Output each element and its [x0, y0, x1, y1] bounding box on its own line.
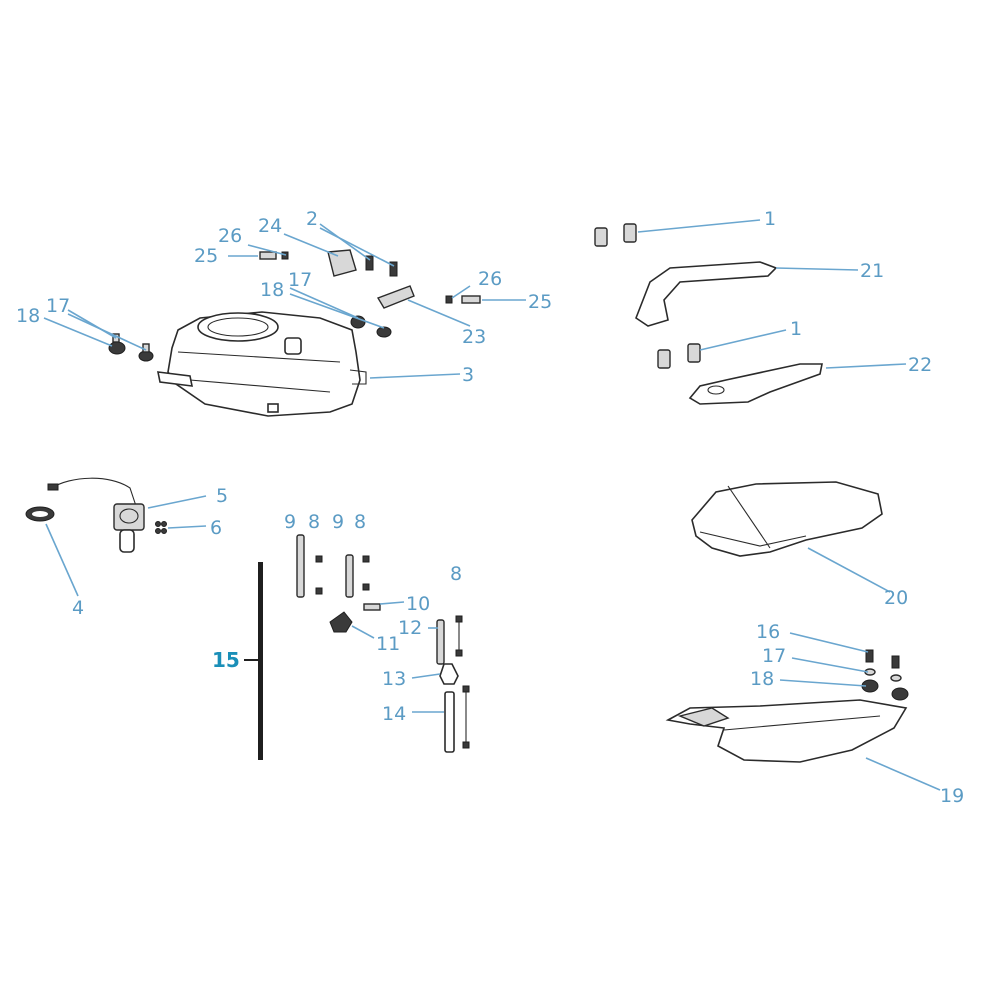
callout-10: 10 — [406, 593, 430, 615]
callout-12: 12 — [398, 617, 422, 639]
callout-11: 11 — [376, 633, 400, 655]
callout-15-group: 15 — [212, 648, 240, 672]
callout-8-b: 8 — [354, 511, 366, 533]
callout-1-mid: 1 — [790, 318, 802, 340]
callout-23: 23 — [462, 326, 486, 348]
callout-13: 13 — [382, 668, 406, 690]
hose-12 — [436, 619, 445, 665]
pin-25-26-right — [445, 295, 481, 304]
clamps-8b — [362, 555, 370, 591]
group-bracket-15 — [244, 562, 263, 760]
hose-9a — [296, 534, 305, 598]
seat-hardware-16-17-18 — [861, 649, 909, 701]
hose-14 — [444, 691, 455, 753]
callout-9-a: 9 — [284, 511, 296, 533]
callout-26-right: 26 — [478, 268, 502, 290]
tank-washer-18b — [350, 315, 392, 338]
callout-25-right: 25 — [528, 291, 552, 313]
callout-4: 4 — [72, 597, 84, 619]
callout-8-c: 8 — [450, 563, 462, 585]
hose-9b — [345, 554, 354, 598]
callout-2: 2 — [306, 208, 318, 230]
callout-19: 19 — [940, 785, 964, 807]
callout-9-b: 9 — [332, 511, 344, 533]
callout-18-tank: 18 — [260, 279, 284, 301]
clamps-8c — [455, 615, 470, 749]
grab-handle-21 — [635, 261, 778, 327]
callout-22: 22 — [908, 354, 932, 376]
fuel-cock-11 — [329, 611, 353, 633]
callout-6: 6 — [210, 517, 222, 539]
fuel-tank — [156, 311, 367, 417]
callout-3: 3 — [462, 364, 474, 386]
callout-17-left: 17 — [46, 295, 70, 317]
screw-10 — [363, 603, 381, 611]
callout-17-seat: 17 — [762, 645, 786, 667]
fuel-sender-5 — [47, 477, 145, 553]
bolts-1-top — [594, 223, 637, 247]
screws-6 — [155, 521, 167, 534]
callout-8-a: 8 — [308, 511, 320, 533]
gasket-4 — [25, 506, 55, 522]
callout-26-left: 26 — [218, 225, 242, 247]
callout-21: 21 — [860, 260, 884, 282]
callout-5: 5 — [216, 485, 228, 507]
callout-20: 20 — [884, 587, 908, 609]
callout-14: 14 — [382, 703, 406, 725]
grab-handle-22 — [688, 363, 823, 405]
callout-24: 24 — [258, 215, 282, 237]
leader-lines — [43, 219, 941, 791]
callout-18-seat: 18 — [750, 668, 774, 690]
pin-25-26-left — [259, 251, 289, 260]
tank-washer-18 — [108, 333, 154, 362]
seat-base-19 — [665, 699, 908, 763]
callout-25-left: 25 — [194, 245, 218, 267]
seat-20 — [691, 481, 883, 557]
callout-18-left: 18 — [16, 305, 40, 327]
callout-17-tank: 17 — [288, 269, 312, 291]
bracket-24 — [327, 249, 398, 277]
callout-16: 16 — [756, 621, 780, 643]
clamps-8a — [315, 555, 323, 595]
callout-1-top: 1 — [764, 208, 776, 230]
filter-13 — [439, 663, 459, 685]
bolts-1-mid — [657, 343, 701, 369]
bracket-23 — [376, 285, 415, 309]
